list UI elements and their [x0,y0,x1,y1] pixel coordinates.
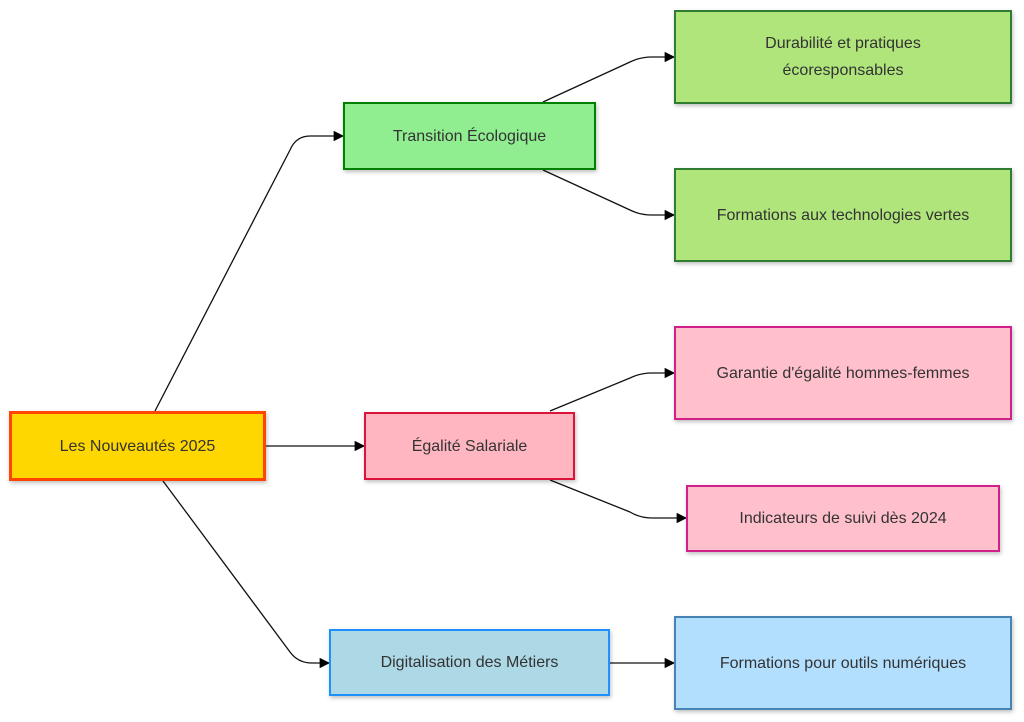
node-formations-vertes: Formations aux technologies vertes [674,168,1012,262]
node-label: Égalité Salariale [411,437,528,455]
node-indicateurs-suivi: Indicateurs de suivi dès 2024 [686,485,1000,552]
edge-eg-eg2 [549,479,688,524]
node-label: Garantie d'égalité hommes-femmes [716,364,970,382]
node-label: Formations aux technologies vertes [716,206,970,224]
node-label: Durabilité et pratiques écoresponsables [765,35,921,79]
node-digitalisation-metiers: Digitalisation des Métiers [329,629,610,696]
edge-root-eco [154,130,345,412]
edge-root-dig [162,480,331,669]
node-label: Transition Écologique [392,127,547,145]
node-label: Digitalisation des Métiers [380,654,559,671]
node-durabilite: Durabilité et pratiques écoresponsables [674,10,1012,104]
node-formations-numeriques: Formations pour outils numériques [674,616,1012,710]
edge-eco-eco1 [542,51,676,103]
node-label: Les Nouveautés 2025 [59,437,216,455]
node-les-nouveautes-2025: Les Nouveautés 2025 [9,411,266,481]
node-transition-ecologique: Transition Écologique [343,102,596,170]
edge-eco-eco2 [542,169,676,221]
node-label: Formations pour outils numériques [719,654,967,672]
node-label: Indicateurs de suivi dès 2024 [739,510,947,527]
node-garantie-egalite: Garantie d'égalité hommes-femmes [674,326,1012,420]
node-egalite-salariale: Égalité Salariale [364,412,575,480]
edge-eg-eg1 [549,367,676,412]
